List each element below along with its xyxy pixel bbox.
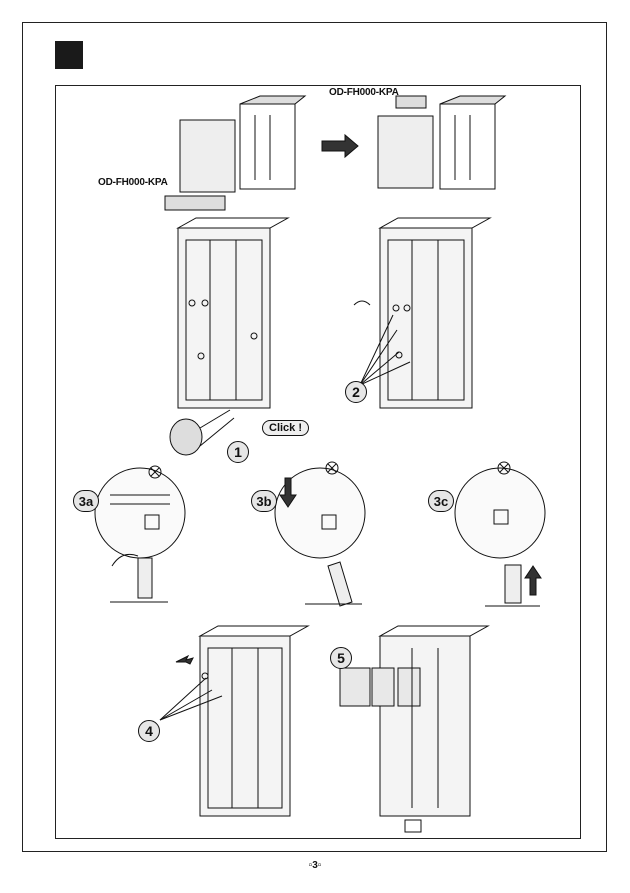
device-bottom-right: [340, 626, 488, 832]
step-2-badge: 2: [345, 381, 367, 403]
step-5-badge: 5: [330, 647, 352, 669]
step-3c-badge: 3c: [428, 490, 454, 512]
arrow-right-icon: [322, 135, 358, 157]
kit-label-top: OD-FH000-KPA: [329, 87, 399, 98]
click-callout: Click !: [262, 420, 309, 436]
device-mid-right: [354, 218, 490, 408]
step-3b-badge: 3b: [251, 490, 277, 512]
device-top-right: [378, 96, 505, 189]
step-4-badge: 4: [138, 720, 160, 742]
page-number: ▫3▫: [0, 860, 630, 871]
device-top-left: [165, 96, 305, 210]
arrow-left-icon: [176, 656, 193, 664]
step-3a-badge: 3a: [73, 490, 99, 512]
step-1-badge: 1: [227, 441, 249, 463]
device-bottom-left: [160, 626, 308, 816]
kit-label-left: OD-FH000-KPA: [98, 177, 168, 188]
detail-3c: [455, 462, 545, 606]
rotate-arrow-icon: [354, 301, 370, 305]
detail-3a: [95, 466, 185, 602]
arrow-up-icon: [525, 566, 541, 595]
detail-3b: [275, 462, 365, 606]
